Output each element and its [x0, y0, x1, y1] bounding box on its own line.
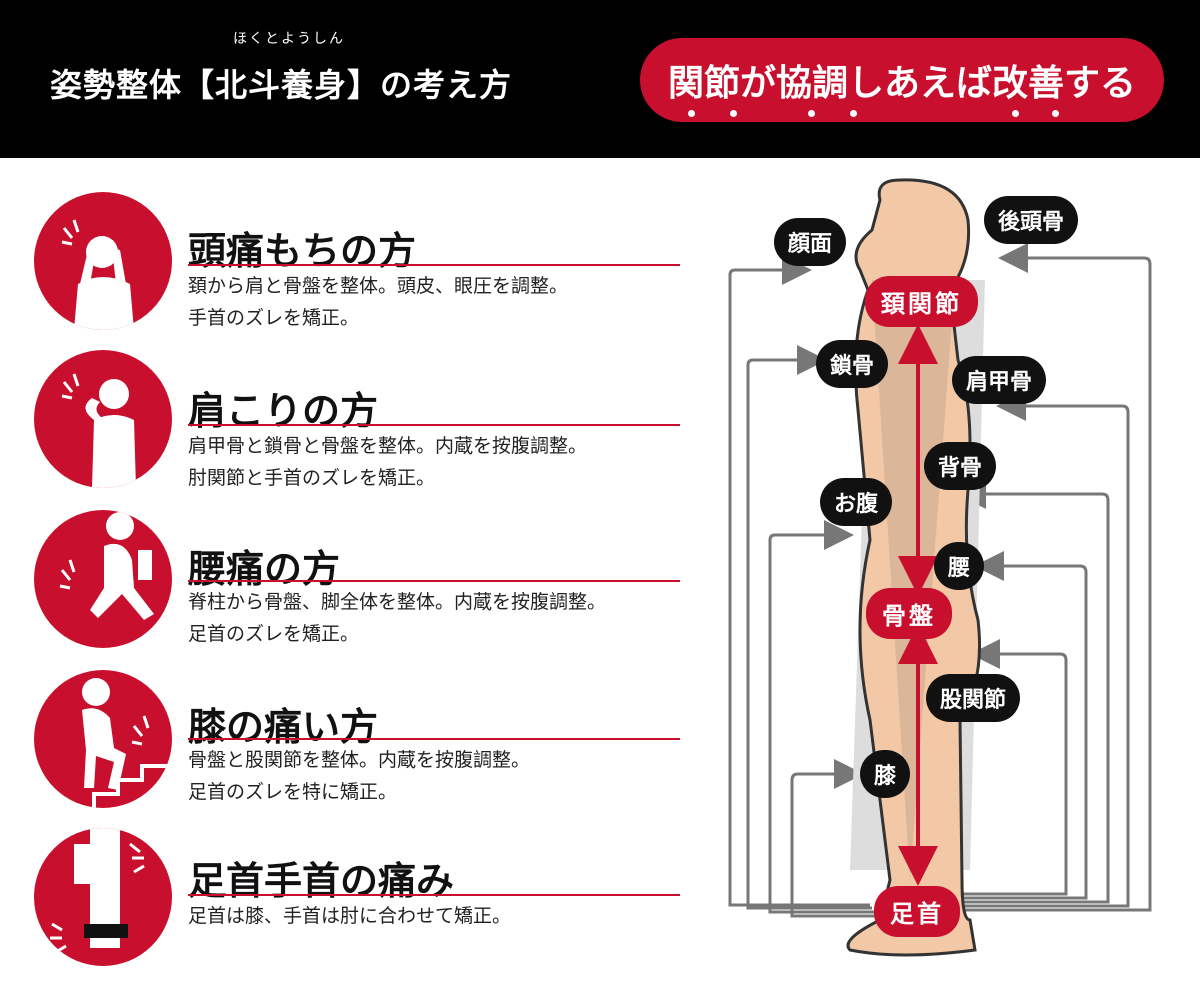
label-neck-joint: 頚関節 — [865, 276, 978, 327]
label-back-bone: 背骨 — [924, 442, 997, 490]
list-item-lower-back-pain: 腰痛の方 脊柱から骨盤、脚全体を整体。内蔵を按腹調整。 足首のズレを矯正。 — [0, 510, 700, 670]
list-item-ankle-wrist-pain: 足首手首の痛み 足首は膝、手首は肘に合わせて矯正。 — [0, 828, 700, 988]
item-desc-line: 肘関節と手首のズレを矯正。 — [188, 467, 436, 489]
header-banner: ほくとようしん 姿勢整体【北斗養身】の考え方 関節が協調しあえば改善する — [0, 0, 1200, 158]
title-underline — [188, 424, 680, 426]
ankle-wrist-pain-icon — [34, 828, 172, 966]
page-title: 姿勢整体【北斗養身】の考え方 — [50, 66, 513, 104]
title-underline — [188, 580, 680, 582]
item-title: 肩こりの方 — [188, 389, 379, 433]
title-underline — [188, 894, 680, 896]
title-underline — [188, 738, 680, 740]
label-hip-joint: 股関節 — [926, 674, 1021, 722]
emphasis-dot — [688, 110, 695, 117]
emphasis-dot — [808, 110, 815, 117]
item-title: 腰痛の方 — [188, 547, 341, 591]
headache-icon — [34, 192, 172, 330]
label-ankle: 足首 — [874, 886, 960, 937]
item-desc-line: 骨盤と股関節を整体。内蔵を按腹調整。 — [188, 749, 531, 771]
back-pain-icon — [34, 510, 172, 648]
shoulder-pain-icon — [34, 350, 172, 488]
label-face: 顔面 — [774, 218, 847, 266]
item-title: 膝の痛い方 — [188, 705, 379, 749]
label-scapula: 肩甲骨 — [952, 356, 1047, 404]
label-clavicle: 鎖骨 — [816, 340, 889, 388]
item-title: 足首手首の痛み — [188, 859, 455, 903]
list-item-stiff-shoulder: 肩こりの方 肩甲骨と鎖骨と骨盤を整体。内蔵を按腹調整。 肘関節と手首のズレを矯正… — [0, 350, 700, 510]
label-belly: お腹 — [820, 478, 893, 526]
title-ruby: ほくとようしん — [233, 31, 345, 47]
emphasis-dot — [1012, 110, 1019, 117]
slogan-text: 関節が協調しあえば改善する — [667, 63, 1136, 104]
item-desc-line: 足首のズレを矯正。 — [188, 623, 360, 645]
slogan-badge: 関節が協調しあえば改善する — [640, 38, 1164, 122]
title-underline — [188, 264, 680, 266]
item-desc-line: 脊柱から骨盤、脚全体を整体。内蔵を按腹調整。 — [188, 591, 607, 613]
list-item-knee-pain: 膝の痛い方 骨盤と股関節を整体。内蔵を按腹調整。 足首のズレを特に矯正。 — [0, 668, 700, 828]
label-occipital: 後頭骨 — [984, 196, 1079, 244]
item-desc-line: 足首のズレを特に矯正。 — [188, 781, 398, 803]
label-knee: 膝 — [860, 750, 911, 798]
knee-pain-icon — [34, 670, 172, 808]
item-desc-line: 肩甲骨と鎖骨と骨盤を整体。内蔵を按腹調整。 — [188, 435, 588, 457]
body-joint-diagram: 顔面 後頭骨 頚関節 鎖骨 肩甲骨 背骨 お腹 腰 骨盤 股関節 膝 足首 — [700, 160, 1200, 992]
emphasis-dot — [730, 110, 737, 117]
emphasis-dot — [1052, 110, 1059, 117]
item-title: 頭痛もちの方 — [188, 229, 417, 273]
item-desc-line: 手首のズレを矯正。 — [188, 307, 360, 329]
label-waist: 腰 — [934, 542, 985, 590]
item-desc-line: 頚から肩と骨盤を整体。頭皮、眼圧を調整。 — [188, 275, 569, 297]
label-pelvis: 骨盤 — [866, 588, 952, 639]
item-desc-line: 足首は膝、手首は肘に合わせて矯正。 — [188, 905, 512, 927]
list-item-headache: 頭痛もちの方 頚から肩と骨盤を整体。頭皮、眼圧を調整。 手首のズレを矯正。 — [0, 190, 700, 350]
emphasis-dot — [850, 110, 857, 117]
